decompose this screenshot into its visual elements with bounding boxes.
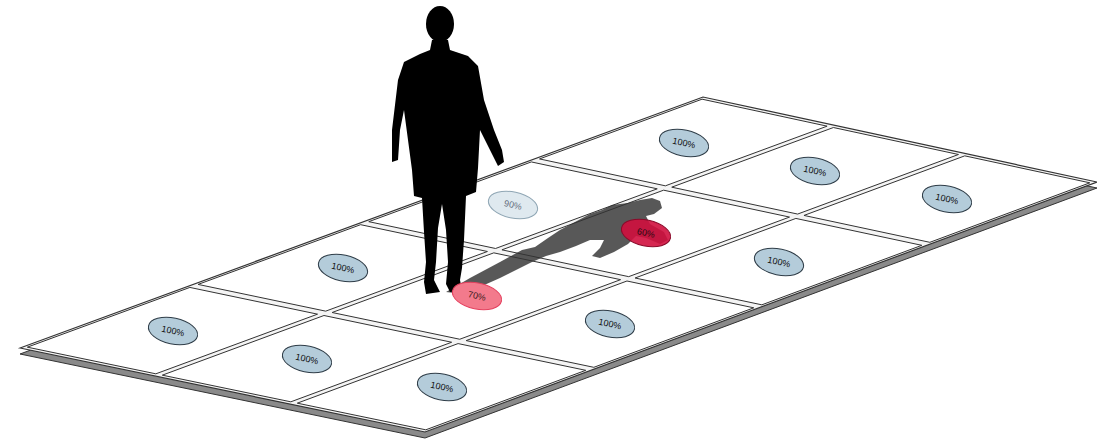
man-silhouette <box>392 6 504 294</box>
floor-frame <box>20 97 1097 432</box>
shadow <box>446 198 668 294</box>
floor-tile <box>804 156 1090 242</box>
